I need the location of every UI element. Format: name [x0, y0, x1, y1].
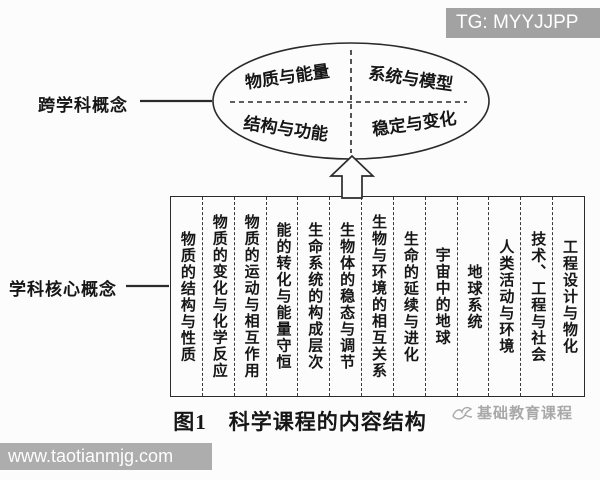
brand-watermark-text: 基础教育课程	[477, 406, 574, 422]
core-concept-text: 物质的运动与相互作用	[242, 214, 259, 379]
core-concept-text: 地球系统	[465, 263, 482, 330]
core-concept-column: 地球系统	[456, 197, 489, 396]
bird-logo-icon	[452, 406, 473, 420]
core-concept-text: 技术、工程与社会	[529, 230, 546, 363]
core-concept-column: 物质的运动与相互作用	[233, 197, 266, 396]
core-concept-column: 宇宙中的地球	[424, 197, 457, 396]
site-url-bar: www.taotianmjg.com	[0, 443, 212, 470]
core-concept-column: 工程设计与物化	[552, 197, 584, 396]
core-concept-column: 技术、工程与社会	[520, 197, 552, 396]
core-concept-text: 生命系统的构成层次	[306, 222, 323, 371]
core-concept-column: 生命系统的构成层次	[297, 197, 329, 396]
core-concept-column: 物质的变化与化学反应	[201, 197, 234, 396]
core-concept-text: 能的转化与能量守恒	[274, 222, 291, 371]
figure-caption: 图1 科学课程的内容结构	[173, 410, 427, 434]
core-concept-text: 宇宙中的地球	[433, 247, 450, 346]
quadrant-matter-and-energy: 物质与能量	[243, 61, 331, 93]
quadrant-stability-and-change: 稳定与变化	[370, 108, 458, 140]
tg-watermark-badge: TG: MYYJJPP	[446, 8, 600, 38]
core-concept-text: 生命的延续与进化	[401, 230, 418, 363]
core-concept-text: 人类活动与环境	[497, 238, 514, 355]
core-concept-column: 生物体的稳态与调节	[329, 197, 361, 396]
brand-watermark: 基础教育课程	[451, 402, 573, 423]
label-disciplinary-core-concepts: 学科核心概念	[9, 280, 117, 299]
up-block-arrow	[328, 154, 376, 199]
core-concept-column: 人类活动与环境	[488, 197, 520, 396]
core-concepts-box: 物质的结构与性质 物质的变化与化学反应 物质的运动与相互作用 能的转化与能量守恒…	[170, 196, 585, 397]
core-concept-text: 生物与环境的相互关系	[369, 214, 386, 379]
core-concept-text: 物质的结构与性质	[178, 230, 195, 363]
quadrant-structure-and-function: 结构与功能	[242, 113, 330, 145]
core-concept-column: 能的转化与能量守恒	[265, 197, 298, 396]
core-concept-text: 生物体的稳态与调节	[338, 222, 355, 371]
core-concept-column: 物质的结构与性质	[171, 197, 202, 396]
crosscutting-ellipse	[212, 42, 490, 160]
quadrant-systems-and-models: 系统与模型	[367, 63, 455, 95]
core-concept-column: 生命的延续与进化	[392, 197, 425, 396]
label-crosscutting-concepts: 跨学科概念	[38, 96, 128, 115]
core-concept-text: 物质的变化与化学反应	[210, 214, 227, 379]
core-concept-text: 工程设计与物化	[561, 238, 578, 355]
core-concept-column: 生物与环境的相互关系	[361, 197, 393, 396]
